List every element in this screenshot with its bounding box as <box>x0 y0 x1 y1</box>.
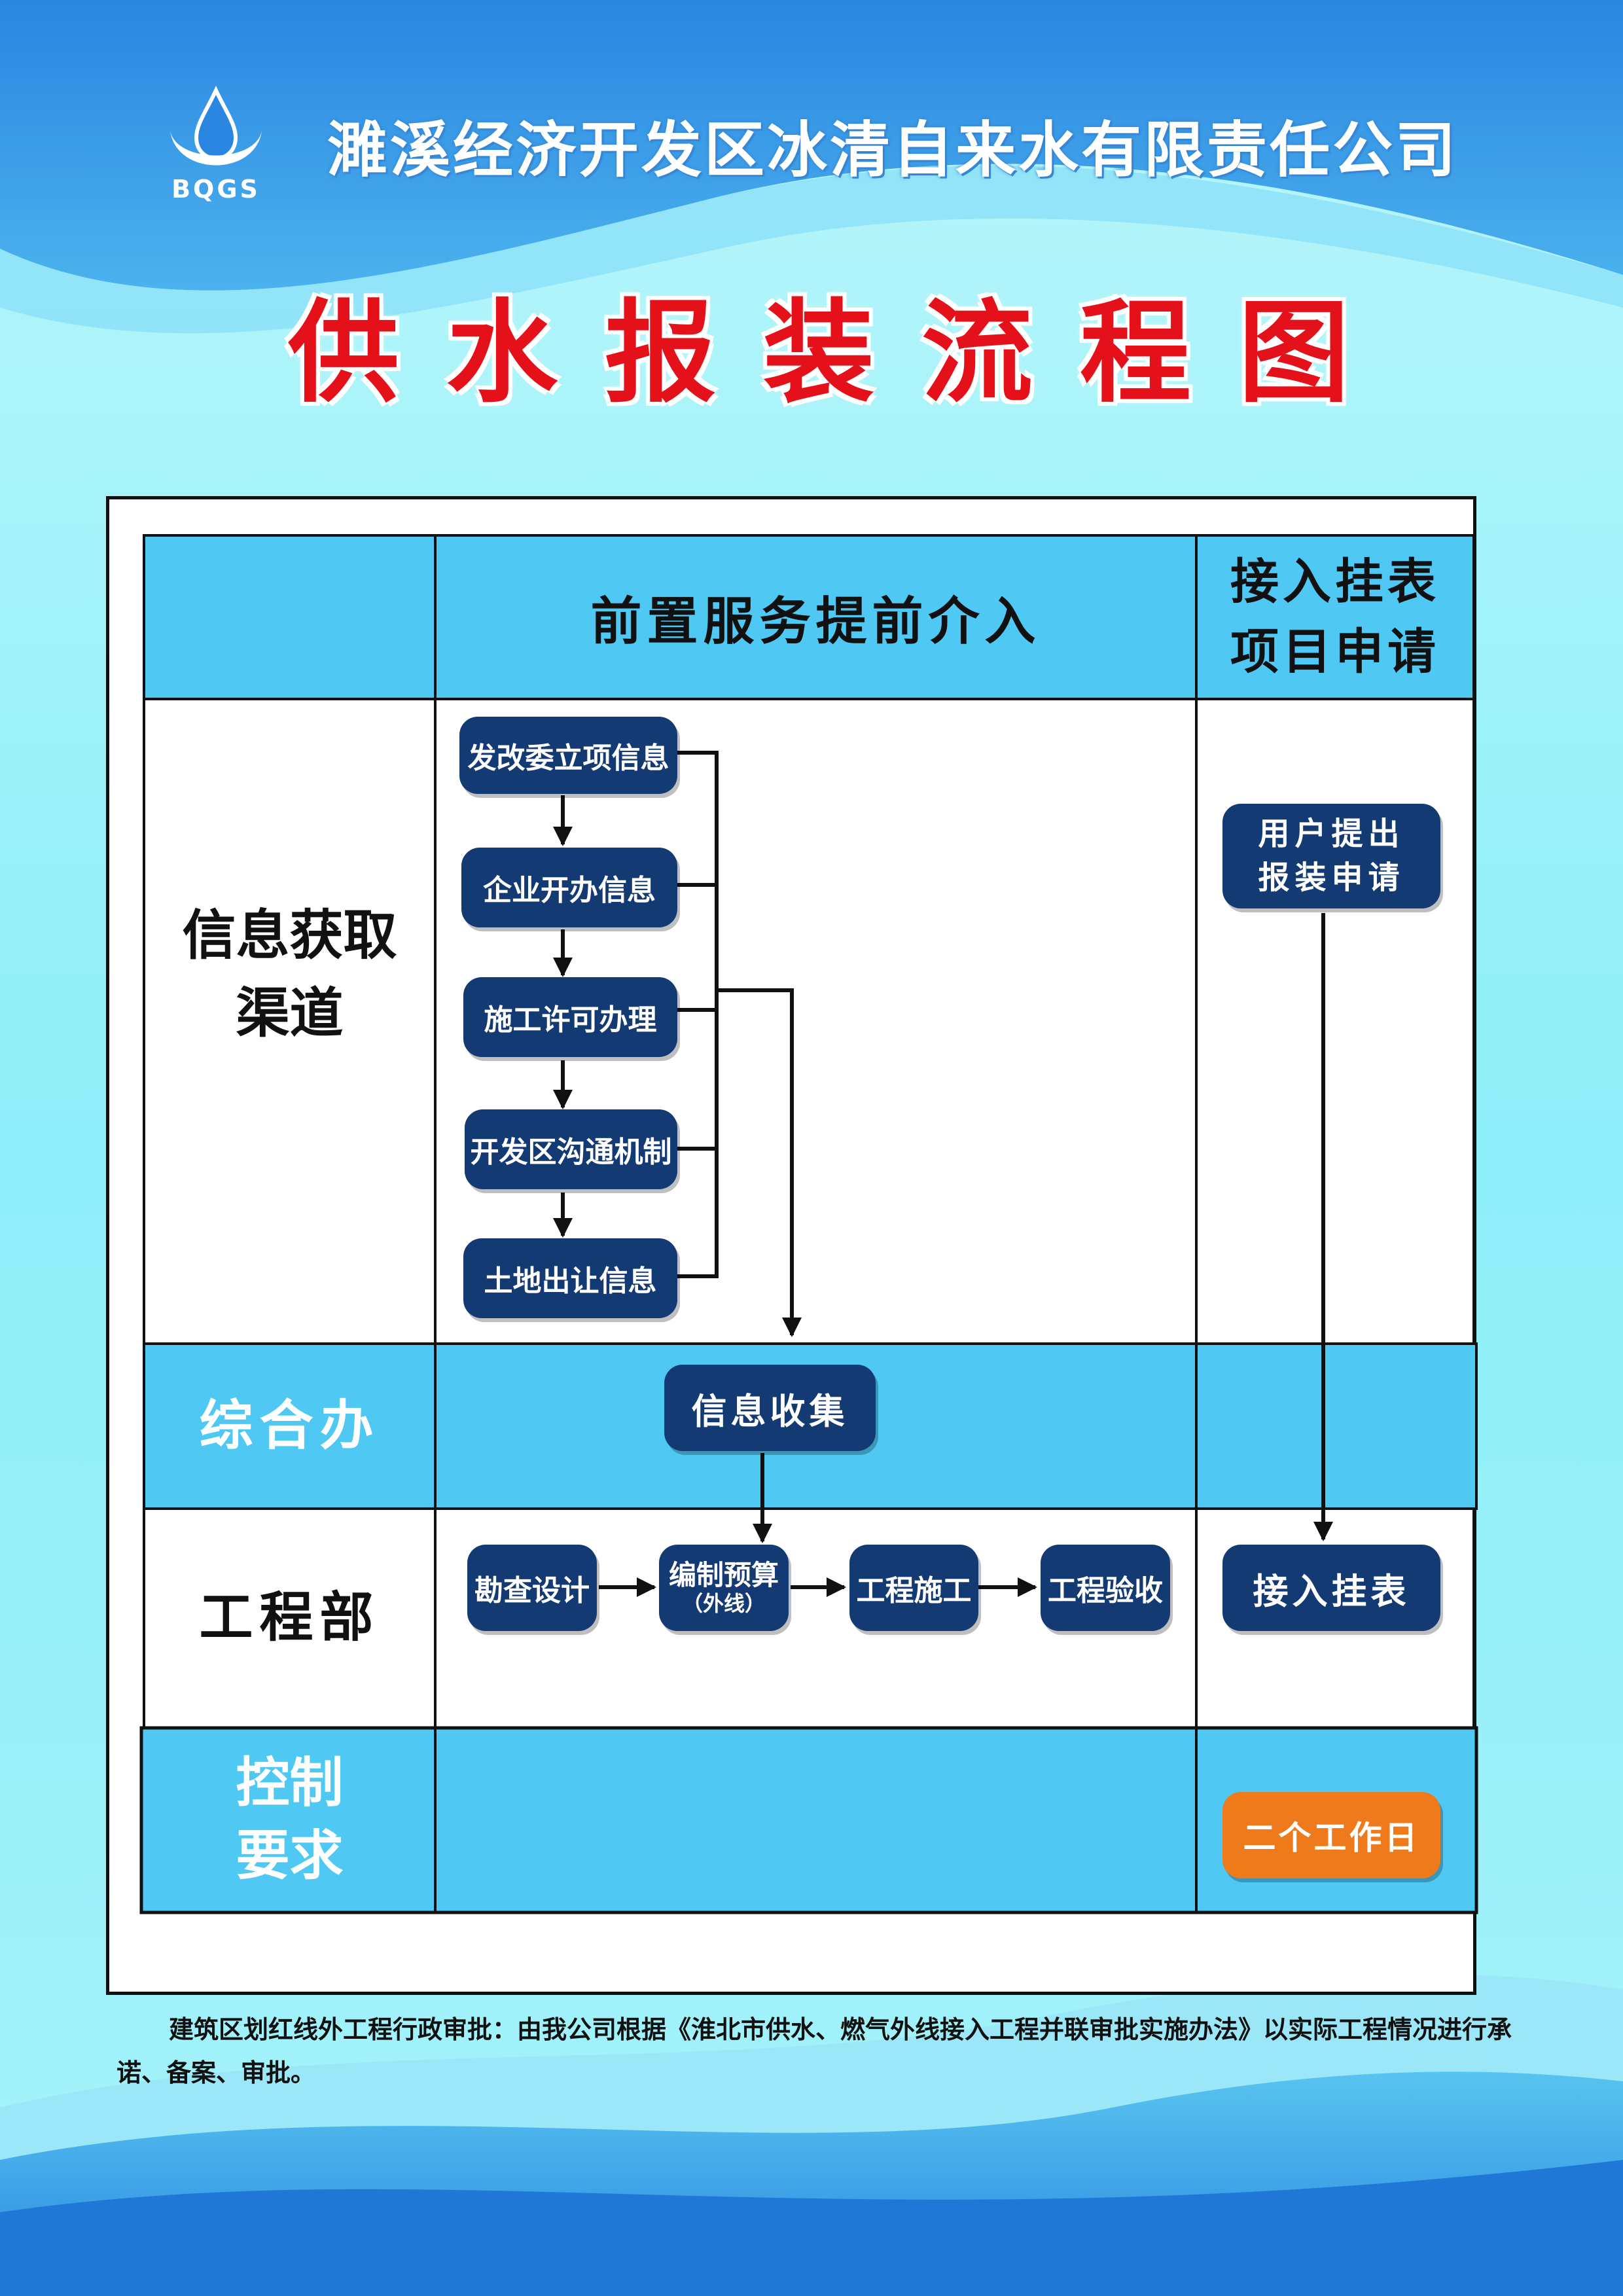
box-zone-communication: 开发区沟通机制 <box>465 1109 677 1189</box>
box-acceptance: 工程验收 <box>1041 1545 1170 1631</box>
column-header-apply-line1: 接入挂表 <box>1230 553 1440 610</box>
box-budget-line2: （外线） <box>681 1590 766 1616</box>
row-label-engineering: 工程部 <box>199 1587 380 1649</box>
column-header-pre-service: 前置服务提前介入 <box>590 592 1041 651</box>
box-two-working-days: 二个工作日 <box>1222 1792 1440 1878</box>
box-budget-line1: 编制预算 <box>668 1559 779 1592</box>
water-drop-icon <box>194 85 238 161</box>
box-construction: 工程施工 <box>849 1545 978 1631</box>
box-user-application: 用户提出 报装申请 <box>1222 804 1440 908</box>
page-title: 供水报装流程图 <box>288 289 1397 418</box>
company-logo: BQGS <box>170 85 262 203</box>
row-label-info-line1: 信息获取 <box>182 905 397 967</box>
row-label-info-channels: 信息获取 渠道 <box>144 870 435 1080</box>
box-user-application-line2: 报装申请 <box>1258 859 1405 896</box>
company-name: 濉溪经济开发区冰清自来水有限责任公司 <box>327 115 1459 185</box>
row-label-info-line2: 渠道 <box>236 982 344 1045</box>
column-header-apply-line2: 项目申请 <box>1230 624 1440 680</box>
column-header-apply: 接入挂表 项目申请 <box>1196 535 1474 699</box>
box-info-collection: 信息收集 <box>664 1365 876 1451</box>
box-survey-design: 勘查设计 <box>467 1545 597 1631</box>
box-budget: 编制预算 （外线） <box>659 1545 789 1631</box>
footnote-text: 建筑区划红线外工程行政审批：由我公司根据《淮北市供水、燃气外线接入工程并联审批实… <box>116 2015 1512 2087</box>
box-development-project-info: 发改委立项信息 <box>459 717 677 794</box>
box-construction-permit: 施工许可办理 <box>463 977 677 1057</box>
box-user-application-line1: 用户提出 <box>1258 815 1405 852</box>
row-label-office: 综合办 <box>199 1394 380 1457</box>
row-label-control-line1: 控制 <box>236 1752 344 1815</box>
box-land-transfer-info: 土地出让信息 <box>463 1238 677 1318</box>
box-meter-install: 接入挂表 <box>1222 1545 1440 1631</box>
logo-text: BQGS <box>171 175 260 203</box>
box-enterprise-info: 企业开办信息 <box>461 848 677 927</box>
row-label-control: 控制 要求 <box>144 1728 435 1912</box>
row-label-control-line2: 要求 <box>236 1825 344 1887</box>
